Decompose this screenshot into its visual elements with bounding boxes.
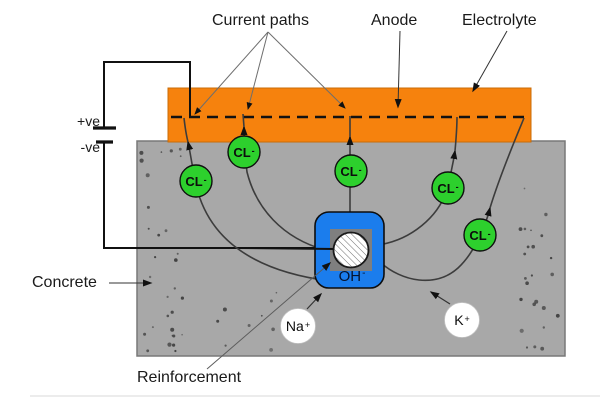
reinforcement-label: Reinforcement	[137, 369, 242, 386]
electrolyte-label: Electrolyte	[462, 12, 537, 29]
anode-pointer	[394, 30, 402, 109]
sodium-symbol: Na	[285, 318, 304, 334]
negative-terminal-label: -ve	[80, 139, 100, 155]
chloride-ion-circle	[463, 218, 497, 252]
concrete-speckles	[139, 147, 560, 353]
potassium-ion-label: K+	[454, 312, 470, 328]
chloride-ion-circle	[334, 154, 368, 188]
current-path-4-upper	[454, 116, 458, 152]
current-paths-pointer-3	[267, 31, 346, 109]
potassium-ion-circle	[444, 302, 480, 338]
chloride-symbol: CL	[469, 227, 487, 243]
chloride-symbol: CL	[185, 173, 203, 189]
chloride-symbol: CL	[233, 144, 251, 160]
sodium-ion-circle	[280, 308, 316, 344]
current-path-2-upper	[242, 113, 245, 128]
current-paths-pointer-2	[246, 31, 269, 110]
current-path-1-upper	[183, 117, 189, 143]
potassium-ion-arrow	[429, 291, 451, 305]
chloride-symbol: CL	[437, 180, 455, 196]
current-paths-pointers	[194, 31, 346, 115]
chloride-ion-circle	[179, 164, 213, 198]
current-paths-label: Current paths	[212, 12, 309, 29]
current-path-5-upper	[489, 117, 525, 209]
chloride-ion-label: CL-	[469, 227, 491, 243]
current-paths-pointer-1	[194, 31, 269, 115]
sodium-ion-label: Na+	[285, 318, 311, 334]
current-path-1	[186, 140, 331, 282]
chloride-ion-circle	[227, 135, 261, 169]
chloride-ion-label: CL-	[233, 144, 255, 160]
wire-top-loop	[103, 61, 191, 127]
electrolyte-pointer	[472, 30, 508, 93]
chloride-ion-label: CL-	[437, 180, 459, 196]
rebar-cross-section	[332, 231, 370, 269]
reinforcement-pointer	[206, 262, 332, 370]
chloride-ions	[179, 135, 497, 252]
wire-into-block	[239, 247, 337, 250]
chloride-symbol: CL	[340, 163, 358, 179]
potassium-symbol: K	[454, 312, 464, 328]
chloride-ion-label: CL-	[340, 163, 362, 179]
hydroxide-symbol: OH	[338, 267, 362, 285]
hydroxide-ion-label: OH-	[338, 267, 366, 285]
chloride-ion-circle	[431, 171, 465, 205]
sodium-ion-arrow	[306, 292, 323, 310]
concrete-label: Concrete	[32, 274, 97, 291]
chloride-ion-label: CL-	[185, 173, 207, 189]
anode-label: Anode	[371, 12, 418, 29]
positive-terminal-label: +ve	[77, 113, 100, 129]
